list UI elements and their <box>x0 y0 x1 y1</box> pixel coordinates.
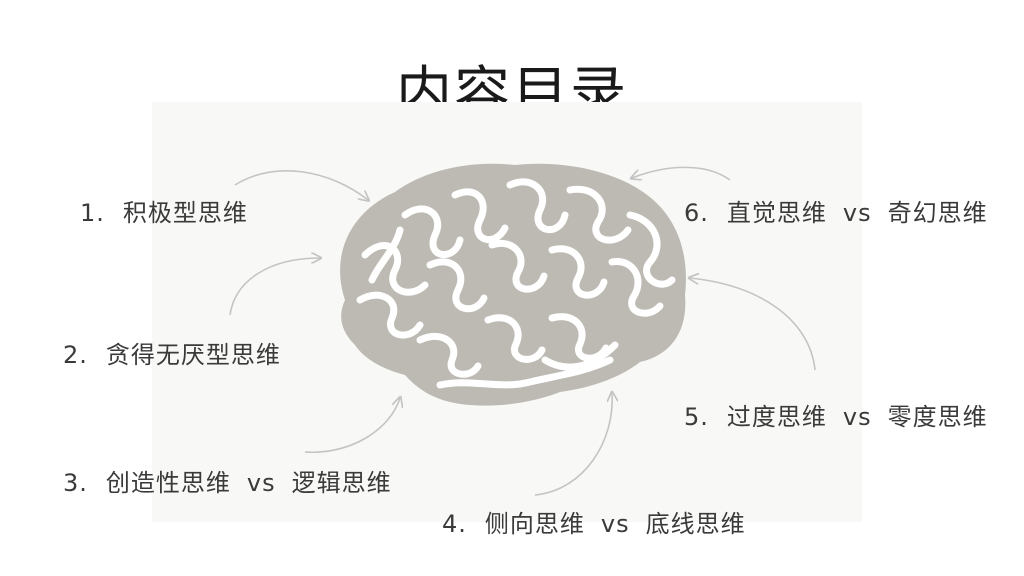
toc-item-1-number: 1. <box>80 199 105 227</box>
toc-item-6-number: 6. <box>684 199 709 227</box>
toc-item-2-number: 2. <box>63 341 88 369</box>
toc-item-3-vs: vs <box>247 469 276 497</box>
toc-item-1: 1. 积极型思维 <box>80 196 270 230</box>
arrow-item-2 <box>230 258 320 315</box>
toc-item-2: 2. 贪得无厌型思维 <box>63 338 303 372</box>
toc-item-5-vs: vs <box>843 403 872 431</box>
toc-item-6: 6. 直觉思维 vs 奇幻思维 <box>684 196 1004 230</box>
toc-item-5-text-a: 过度思维 <box>727 403 827 431</box>
toc-item-5: 5. 过度思维 vs 零度思维 <box>684 400 1004 434</box>
toc-item-3-text-a: 创造性思维 <box>106 469 231 497</box>
toc-item-2-text: 贪得无厌型思维 <box>106 341 281 369</box>
toc-item-4-text-b: 底线思维 <box>646 510 746 538</box>
toc-item-3-text-b: 逻辑思维 <box>292 469 392 497</box>
arrow-item-4 <box>535 393 612 495</box>
toc-item-3: 3. 创造性思维 vs 逻辑思维 <box>63 466 403 500</box>
toc-item-1-text: 积极型思维 <box>123 199 248 227</box>
toc-item-6-vs: vs <box>843 199 872 227</box>
arrow-item-3 <box>305 398 400 452</box>
toc-item-4-vs: vs <box>601 510 630 538</box>
toc-item-4-number: 4. <box>442 510 467 538</box>
toc-item-4: 4. 侧向思维 vs 底线思维 <box>442 507 762 541</box>
toc-item-6-text-b: 奇幻思维 <box>888 199 988 227</box>
arrow-item-6 <box>632 167 730 180</box>
arrow-item-5 <box>690 278 815 370</box>
toc-item-5-text-b: 零度思维 <box>888 403 988 431</box>
toc-item-5-number: 5. <box>684 403 709 431</box>
toc-item-4-text-a: 侧向思维 <box>485 510 585 538</box>
toc-item-6-text-a: 直觉思维 <box>727 199 827 227</box>
toc-item-3-number: 3. <box>63 469 88 497</box>
